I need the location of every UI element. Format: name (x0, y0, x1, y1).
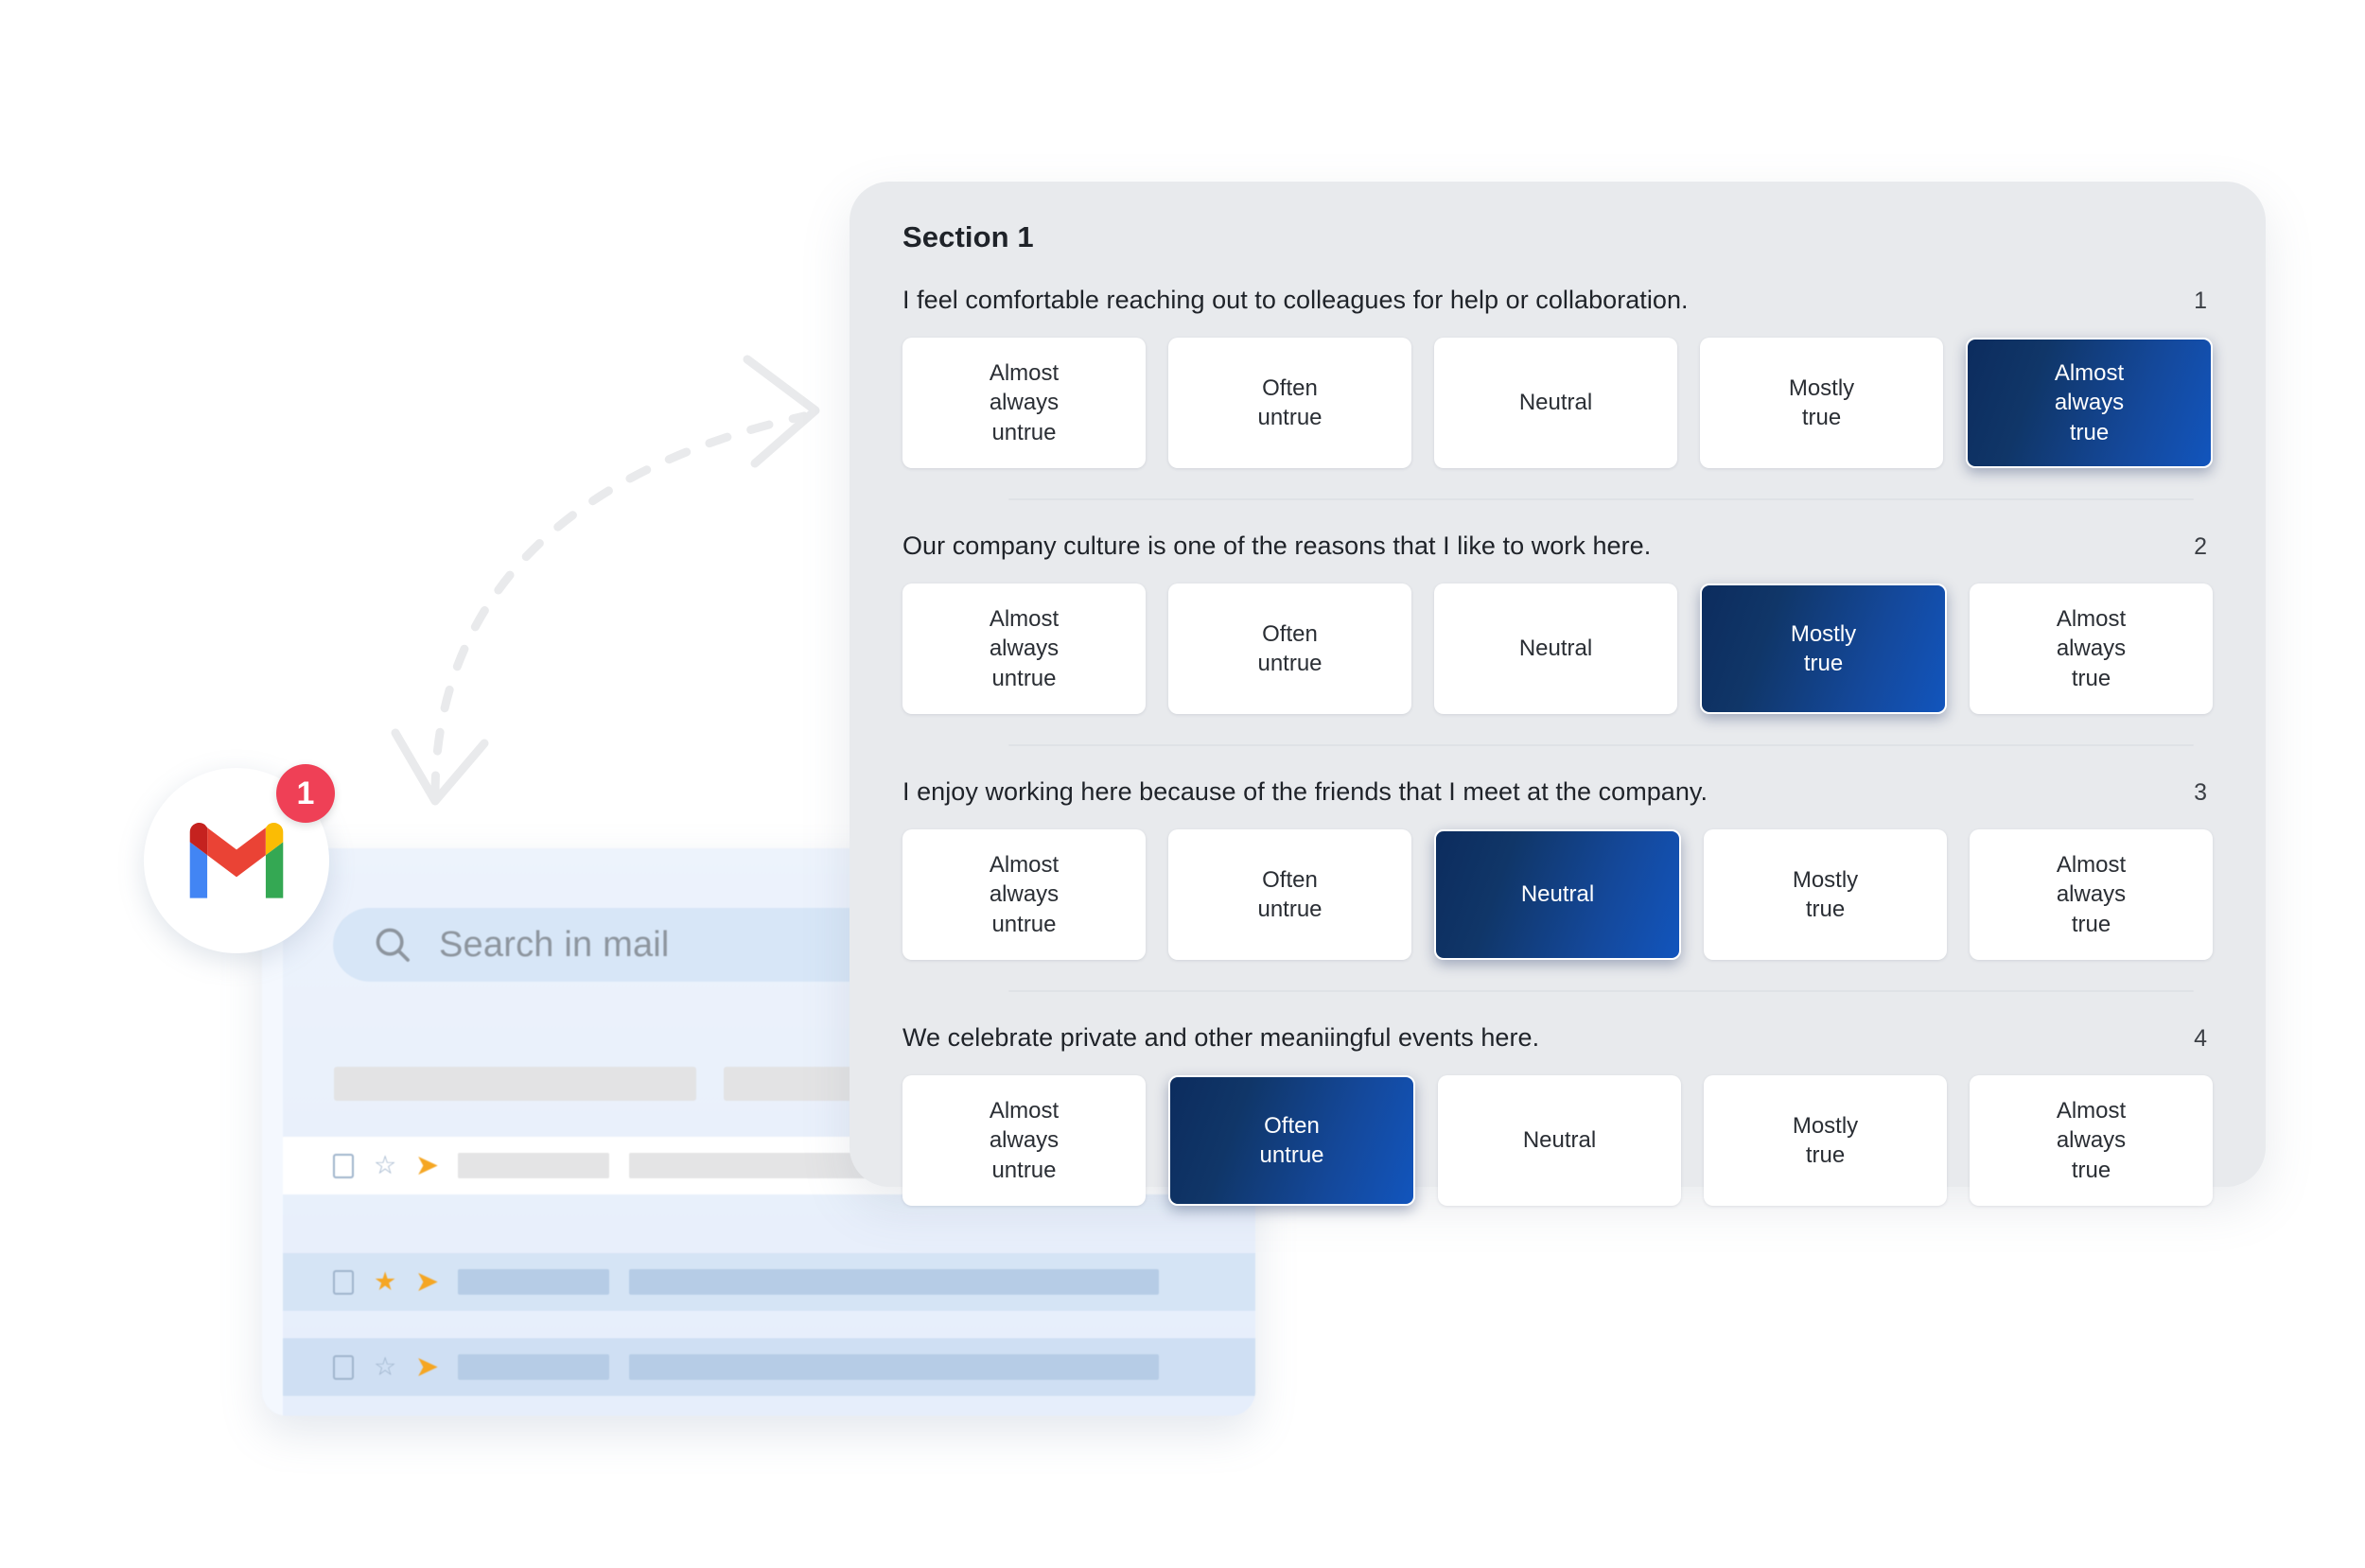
star-icon[interactable]: ☆ (374, 1352, 397, 1381)
question-number: 1 (2194, 287, 2207, 314)
gmail-logo-icon (189, 822, 284, 898)
question-header: We celebrate private and other meaniingf… (902, 992, 2213, 1053)
question-text: I enjoy working here because of the frie… (902, 777, 1708, 806)
important-marker-icon[interactable]: ➤ (416, 1267, 438, 1296)
search-icon (376, 928, 410, 962)
question-divider (1008, 990, 2194, 992)
question-text: We celebrate private and other meaniingf… (902, 1023, 1540, 1052)
list-item[interactable]: ★ ➤ (283, 1253, 1255, 1311)
gmail-toolbar-placeholder-1 (334, 1067, 696, 1101)
important-marker-icon[interactable]: ➤ (416, 1352, 438, 1381)
question-block: I enjoy working here because of the frie… (902, 746, 2213, 992)
sender-placeholder (457, 1269, 609, 1295)
question-block: I feel comfortable reaching out to colle… (902, 254, 2213, 500)
sender-placeholder (457, 1153, 609, 1178)
gmail-sidebar-strip (262, 848, 283, 1416)
subject-placeholder (628, 1354, 1159, 1380)
notification-badge: 1 (276, 764, 335, 823)
page-title: Section 1 (902, 220, 1034, 253)
question-block: Our company culture is one of the reason… (902, 500, 2213, 746)
checkbox-icon[interactable] (333, 1269, 354, 1295)
question-text: Our company culture is one of the reason… (902, 531, 1652, 560)
option-neutral[interactable]: Neutral (1434, 829, 1681, 960)
question-number: 2 (2194, 533, 2207, 560)
question-block: We celebrate private and other meaniingf… (902, 992, 2213, 1206)
question-header: I feel comfortable reaching out to colle… (902, 254, 2213, 315)
question-header: Our company culture is one of the reason… (902, 500, 2213, 561)
question-divider (1008, 744, 2194, 746)
important-marker-icon[interactable]: ➤ (416, 1151, 438, 1179)
question-divider (1008, 498, 2194, 500)
list-item[interactable]: ☆ ➤ (283, 1338, 1255, 1396)
star-icon[interactable]: ☆ (374, 1151, 397, 1179)
question-number: 4 (2194, 1025, 2207, 1052)
option-neutral[interactable]: Neutral (1434, 338, 1677, 468)
question-text: I feel comfortable reaching out to colle… (902, 286, 1689, 314)
dashed-arrow-decoration (391, 355, 820, 806)
sender-placeholder (457, 1354, 609, 1380)
question-number: 3 (2194, 779, 2207, 806)
checkbox-icon[interactable] (333, 1153, 354, 1178)
option-neutral[interactable]: Neutral (1438, 1075, 1681, 1206)
subject-placeholder (628, 1269, 1159, 1295)
checkbox-icon[interactable] (333, 1354, 354, 1380)
option-neutral[interactable]: Neutral (1434, 584, 1677, 714)
survey-panel: Section 1 I feel comfortable reaching ou… (850, 182, 2266, 1206)
star-icon-filled[interactable]: ★ (374, 1267, 397, 1296)
question-header: I enjoy working here because of the frie… (902, 746, 2213, 807)
gmail-search-placeholder: Search in mail (439, 924, 670, 965)
gmail-app-icon[interactable]: 1 (144, 764, 335, 953)
